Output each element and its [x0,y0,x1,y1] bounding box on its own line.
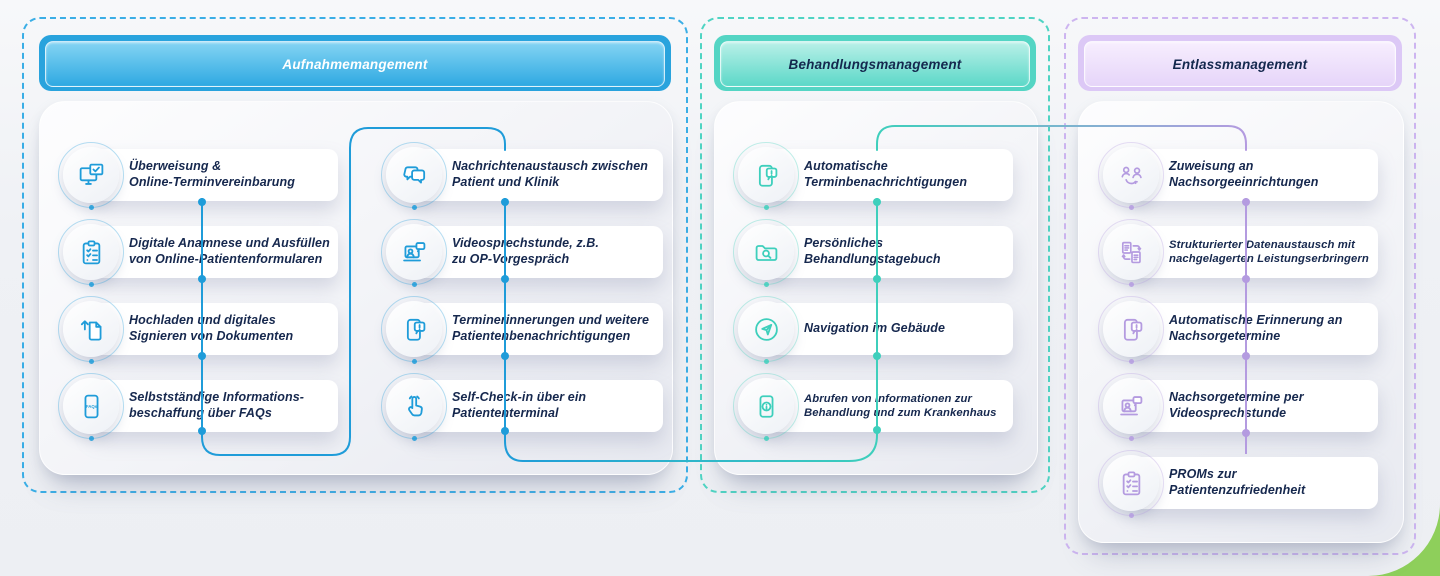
phone-notification-icon [1098,296,1164,364]
chat-bubbles-icon [381,142,447,210]
feature-label: Überweisung & Online-Terminvereinbarung [129,159,295,189]
feature-label: Automatische Terminbenachrichtigungen [804,159,968,189]
feature-label: Digitale Anamnese und Ausfüllen von Onli… [129,236,330,266]
feature-label: Videosprechstunde, z.B. zu OP-Vorgespräc… [452,236,600,266]
feature-label: Terminerinnerungen und weitere Patienten… [452,313,650,343]
video-call-icon [381,219,447,287]
feature-card: Überweisung & Online-Terminvereinbarung [58,142,338,210]
phone-faq-icon [58,373,124,441]
feature-label: Selbstständige Informations- beschaffung… [129,390,305,420]
feature-card: Nachrichtenaustausch zwischen Patient un… [381,142,663,210]
feature-card: Navigation im Gebäude [733,296,1013,364]
feature-label: Nachrichtenaustausch zwischen Patient un… [452,159,649,189]
feature-card: Terminerinnerungen und weitere Patienten… [381,296,663,364]
group-behandlungsmanagement: Behandlungsmanagement Automatische Termi… [700,17,1050,493]
upload-document-icon [58,296,124,364]
phone-info-icon [733,373,799,441]
clipboard-checklist-icon [58,219,124,287]
feature-label: Abrufen von Informationen zur Behandlung… [804,392,997,419]
clipboard-checklist-icon [1098,450,1164,518]
feature-card: Self-Check-in über ein Patiententerminal [381,373,663,441]
feature-label: Automatische Erinnerung an Nachsorgeterm… [1169,313,1343,343]
feature-card: Abrufen von Informationen zur Behandlung… [733,373,1013,441]
group-aufnahmemanagement: Aufnahmemangement Überweisung & Online-T… [22,17,688,493]
folder-search-icon [733,219,799,287]
patient-transfer-icon [1098,142,1164,210]
aufnahmemanagement-panel: Überweisung & Online-Terminvereinbarung … [39,101,673,475]
behandlungsmanagement-panel: Automatische Terminbenachrichtigungen Pe… [714,101,1038,475]
aufnahmemanagement-title: Aufnahmemangement [45,41,665,87]
feature-card: Nachsorgetermine per Videosprechstunde [1098,373,1378,441]
aufnahmemanagement-header: Aufnahmemangement [39,35,671,91]
phone-notification-icon [381,296,447,364]
feature-card: Zuweisung an Nachsorgeeinrichtungen [1098,142,1378,210]
feature-card: Digitale Anamnese und Ausfüllen von Onli… [58,219,338,287]
behandlungsmanagement-header: Behandlungsmanagement [714,35,1036,91]
feature-label: Self-Check-in über ein Patiententerminal [452,390,587,420]
feature-card: Automatische Terminbenachrichtigungen [733,142,1013,210]
behandlungsmanagement-title: Behandlungsmanagement [720,41,1030,87]
feature-label: Hochladen und digitales Signieren von Do… [129,313,294,343]
feature-label: Zuweisung an Nachsorgeeinrichtungen [1169,159,1319,189]
feature-label: Persönliches Behandlungstagebuch [804,236,941,266]
feature-card: Persönliches Behandlungstagebuch [733,219,1013,287]
feature-label: Strukturierter Datenaustausch mit nachge… [1169,238,1369,265]
entlassmanagement-title: Entlassmanagement [1084,41,1396,87]
group-entlassmanagement: Entlassmanagement Zuweisung an Nachsorge… [1064,17,1416,555]
monitor-calendar-icon [58,142,124,210]
feature-label: PROMs zur Patientenzufriedenheit [1169,467,1306,497]
feature-card: Videosprechstunde, z.B. zu OP-Vorgespräc… [381,219,663,287]
feature-card: Selbstständige Informations- beschaffung… [58,373,338,441]
feature-card: PROMs zur Patientenzufriedenheit [1098,450,1378,518]
entlassmanagement-header: Entlassmanagement [1078,35,1402,91]
feature-card: Strukturierter Datenaustausch mit nachge… [1098,219,1378,287]
feature-card: Automatische Erinnerung an Nachsorgeterm… [1098,296,1378,364]
feature-card: Hochladen und digitales Signieren von Do… [58,296,338,364]
touch-checkin-icon [381,373,447,441]
feature-label: Navigation im Gebäude [804,321,946,336]
feature-label: Nachsorgetermine per Videosprechstunde [1169,390,1304,420]
video-call-icon [1098,373,1164,441]
entlassmanagement-panel: Zuweisung an Nachsorgeeinrichtungen Stru… [1078,101,1404,543]
documents-exchange-icon [1098,219,1164,287]
navigation-icon [733,296,799,364]
phone-notification-icon [733,142,799,210]
